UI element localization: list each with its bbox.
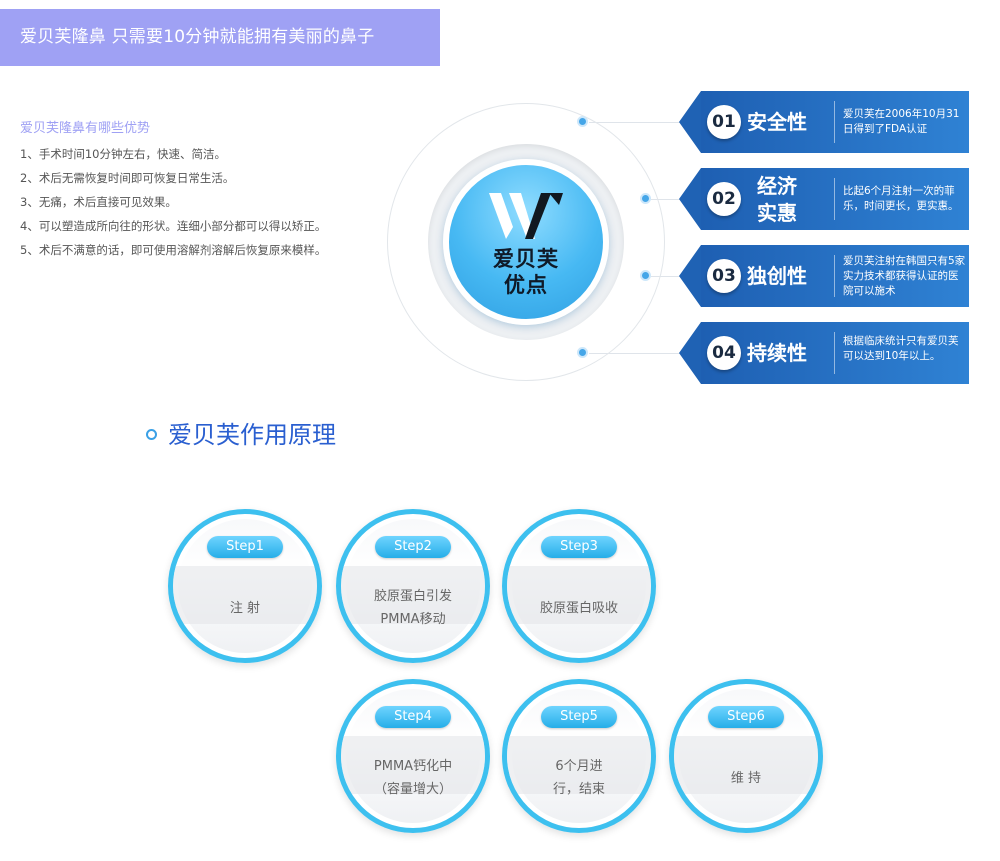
outer-ring bbox=[387, 103, 665, 381]
feature-originality: 03 独创性 爱贝芙注射在韩国只有5家实力技术都获得认证的医院可以施术 bbox=[679, 245, 969, 307]
step-label: 注 射 bbox=[229, 601, 261, 616]
step-circle: Step2 胶原蛋白引发 PMMA移动 bbox=[336, 509, 490, 663]
list-item: 3、无痛，术后直接可见效果。 bbox=[20, 195, 177, 209]
feature-number: 02 bbox=[707, 182, 741, 216]
step-label: 胶原蛋白吸收 bbox=[539, 601, 618, 616]
arrow-icon bbox=[679, 245, 701, 307]
step-tag: Step3 bbox=[541, 536, 617, 558]
step-label: 行，结束 bbox=[552, 782, 605, 797]
divider bbox=[834, 332, 835, 374]
step-circle: Step3 胶原蛋白吸收 bbox=[502, 509, 656, 663]
connector-dot bbox=[577, 116, 588, 127]
ring-bullet-icon bbox=[146, 429, 157, 440]
arrow-icon bbox=[679, 91, 701, 153]
feature-safety: 01 安全性 爱贝芙在2006年10月31日得到了FDA认证 bbox=[679, 91, 969, 153]
feature-desc: 爱贝芙在2006年10月31日得到了FDA认证 bbox=[843, 108, 960, 135]
list-item: 5、术后不满意的话，即可使用溶解剂溶解后恢复原来模样。 bbox=[20, 243, 327, 257]
feature-number: 03 bbox=[707, 259, 741, 293]
arrow-icon bbox=[679, 322, 701, 384]
arrow-icon bbox=[679, 168, 701, 230]
advantages-title: 爱贝芙隆鼻有哪些优势 bbox=[20, 121, 151, 136]
step-tag: Step5 bbox=[541, 706, 617, 728]
connector-line bbox=[589, 122, 681, 123]
feature-economy: 02 经济 实惠 比起6个月注射一次的菲乐，时间更长，更实惠。 bbox=[679, 168, 969, 230]
list-item: 4、可以塑造成所向往的形状。连细小部分都可以得以矫正。 bbox=[20, 219, 327, 233]
connector-dot bbox=[640, 270, 651, 281]
step-circle: Step6 维 持 bbox=[669, 679, 823, 833]
center-subtitle: 优点 bbox=[504, 273, 548, 297]
step-tag: Step2 bbox=[375, 536, 451, 558]
connector-line bbox=[589, 353, 681, 354]
feature-durability: 04 持续性 根据临床统计只有爱贝芙可以达到10年以上。 bbox=[679, 322, 969, 384]
feature-name: 经济 bbox=[757, 174, 797, 198]
feature-desc: 比起6个月注射一次的菲乐，时间更长，更实惠。 bbox=[843, 185, 959, 212]
step-circle: Step1 注 射 bbox=[168, 509, 322, 663]
step-label: 维 持 bbox=[730, 771, 762, 786]
step-tag: Step6 bbox=[708, 706, 784, 728]
step-label: 胶原蛋白引发 bbox=[373, 589, 452, 604]
list-item: 1、手术时间10分钟左右，快速、简洁。 bbox=[20, 147, 226, 161]
step-tag: Step4 bbox=[375, 706, 451, 728]
feature-desc: 爱贝芙注射在韩国只有5家实力技术都获得认证的医院可以施术 bbox=[843, 255, 966, 297]
step-circle: Step4 PMMA钙化中 （容量增大） bbox=[336, 679, 490, 833]
list-item: 2、术后无需恢复时间即可恢复日常生活。 bbox=[20, 171, 235, 185]
connector-dot bbox=[640, 193, 651, 204]
connector-dot bbox=[577, 347, 588, 358]
page-title: 爱贝芙隆鼻 只需要10分钟就能拥有美丽的鼻子 bbox=[20, 27, 375, 47]
divider bbox=[834, 255, 835, 297]
feature-name: 独创性 bbox=[747, 264, 807, 288]
feature-number: 04 bbox=[707, 336, 741, 370]
step-label: PMMA移动 bbox=[380, 612, 446, 627]
center-badge: 爱贝芙 优点 bbox=[443, 159, 609, 325]
step-tag: Step1 bbox=[207, 536, 283, 558]
feature-desc: 根据临床统计只有爱贝芙可以达到10年以上。 bbox=[843, 335, 959, 362]
center-title: 爱贝芙 bbox=[493, 247, 559, 271]
step-label: PMMA钙化中 bbox=[373, 759, 453, 774]
divider bbox=[834, 101, 835, 143]
feature-name: 实惠 bbox=[757, 201, 797, 225]
advantages-list: 1、手术时间10分钟左右，快速、简洁。 2、术后无需恢复时间即可恢复日常生活。 … bbox=[20, 146, 326, 266]
feature-name: 持续性 bbox=[747, 341, 807, 365]
step-label: 6个月进 bbox=[555, 759, 603, 774]
step-circle: Step5 6个月进 行，结束 bbox=[502, 679, 656, 833]
feature-number: 01 bbox=[707, 105, 741, 139]
connector-line bbox=[651, 276, 681, 277]
header-banner: 爱贝芙隆鼻 只需要10分钟就能拥有美丽的鼻子 bbox=[0, 9, 440, 66]
w-logo-icon bbox=[489, 193, 563, 239]
feature-name: 安全性 bbox=[747, 110, 807, 134]
divider bbox=[834, 178, 835, 220]
connector-line bbox=[651, 199, 681, 200]
section-title: 爱贝芙作用原理 bbox=[168, 421, 336, 449]
step-label: （容量增大） bbox=[373, 782, 452, 797]
advantages-diagram: 爱贝芙 优点 01 安全性 爱贝芙在2006年10月31日得到了FDA认证 02… bbox=[385, 91, 980, 390]
